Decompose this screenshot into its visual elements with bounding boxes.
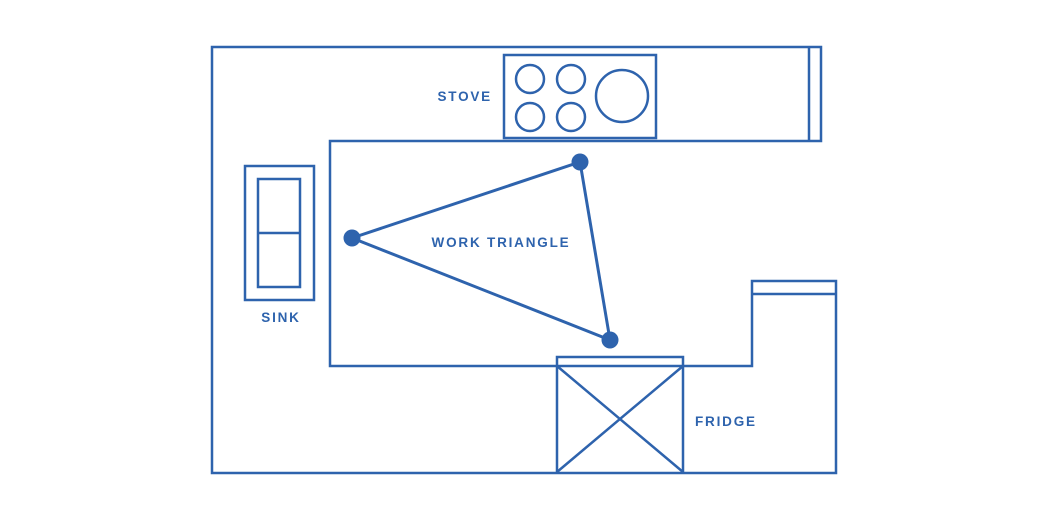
labels: STOVE SINK WORK TRIANGLE FRIDGE [261,89,757,429]
work-triangle-path [347,160,612,343]
sink-label: SINK [261,310,300,325]
fridge-outline [555,355,685,473]
stove-label: STOVE [437,89,492,104]
fridge-x-mark [556,365,684,473]
triangle-vertex-stove [571,153,589,171]
fridge-label: FRIDGE [695,414,757,429]
stove-burner-small [514,63,546,95]
triangle-vertex-fridge [601,331,619,349]
floor-plan-lines [210,45,838,475]
room-outline [210,45,838,475]
work-triangle [347,160,612,343]
stove-burner-small [555,63,587,95]
triangle-vertex-sink [343,229,361,247]
stove-burner-small [514,101,546,133]
stove-burner-small [555,101,587,133]
stove-burner-large [594,68,650,124]
work-triangle-vertices [343,153,619,349]
stove-box [502,53,658,140]
sink-outer [243,164,316,302]
work-triangle-label: WORK TRIANGLE [432,235,571,250]
